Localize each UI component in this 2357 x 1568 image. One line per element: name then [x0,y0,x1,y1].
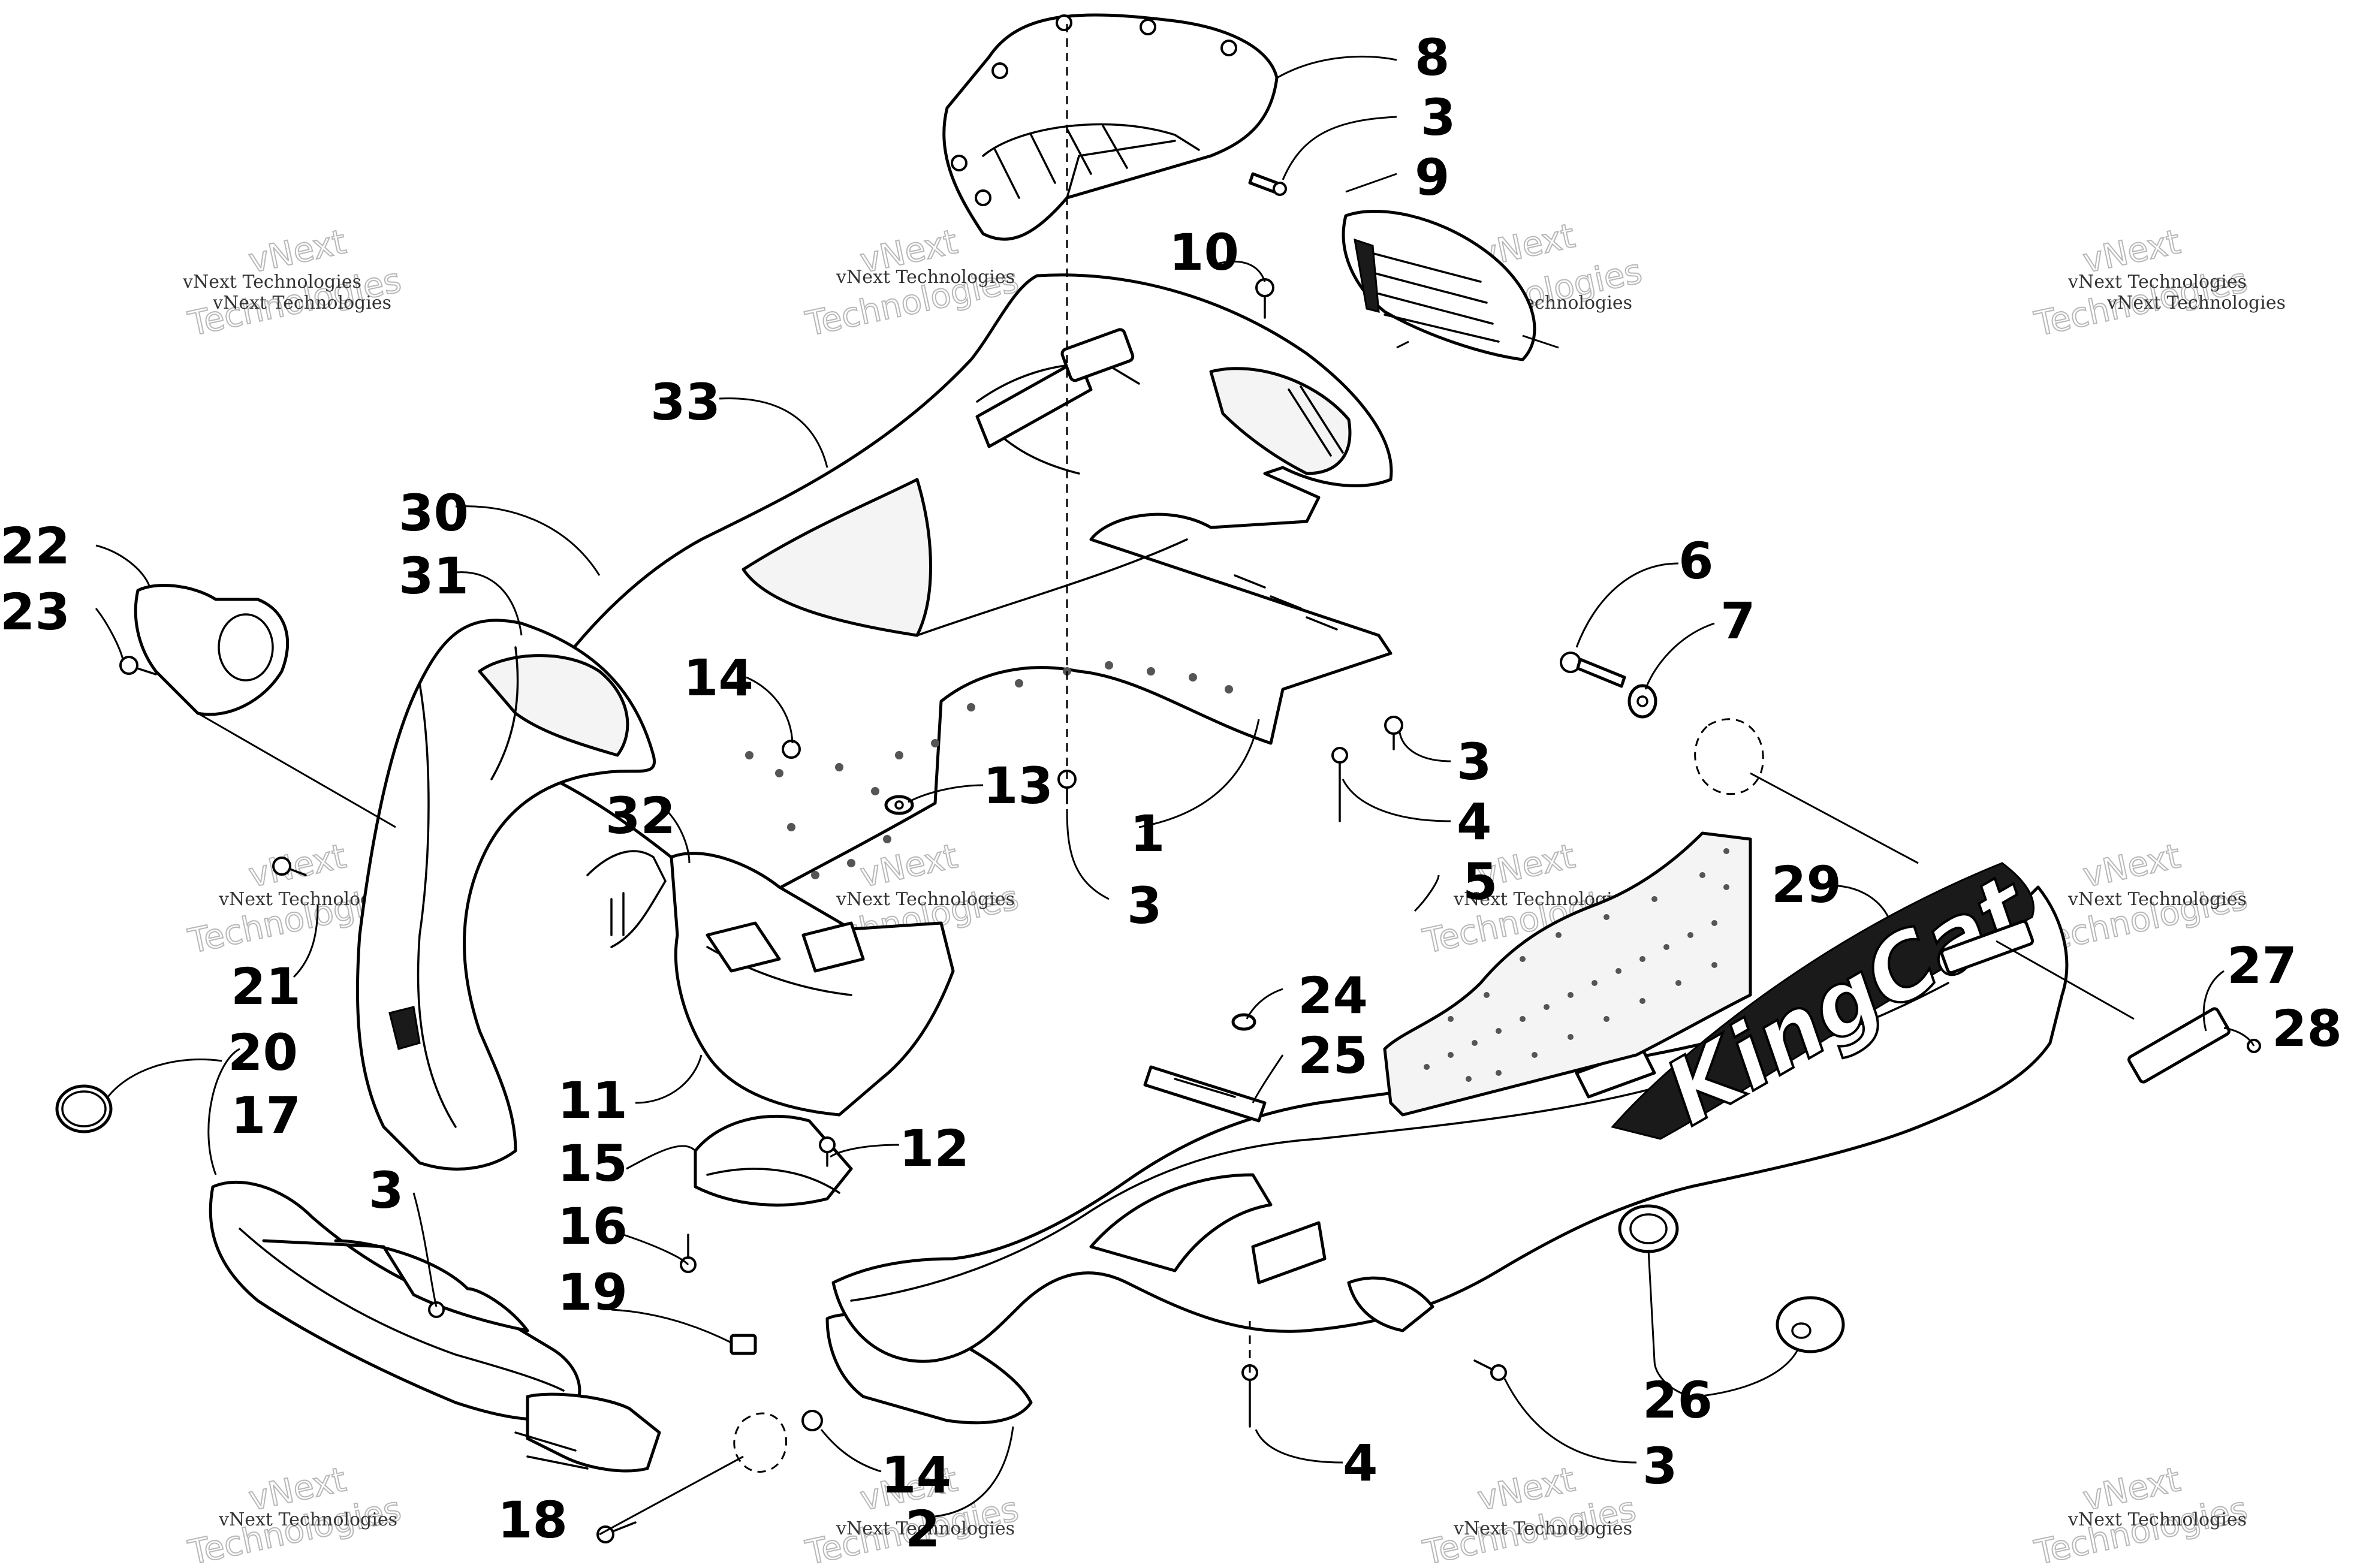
callout-31: 31 [399,547,469,605]
callout-22: 22 [0,517,70,575]
part-17-front-bumper [209,1180,661,1473]
svg-text:vNext Technologies: vNext Technologies [836,267,1015,288]
callout-2: 2 [905,1500,940,1558]
callout-3-right: 3 [1457,732,1491,791]
callout-3-top: 3 [1421,88,1455,147]
callout-21: 21 [231,957,301,1016]
callout-29: 29 [1771,855,1841,914]
svg-text:vNext Technologies: vNext Technologies [218,1509,397,1530]
part-7-grommet [1694,718,1764,795]
callout-26: 26 [1642,1371,1713,1430]
screw-12 [819,1136,836,1167]
svg-text:vNext Technologies: vNext Technologies [2067,272,2247,293]
callout-3-center: 3 [1127,876,1162,935]
watermark-top-left: vNext Technologies vNext Technologies vN… [182,222,405,345]
callout-33: 33 [650,373,721,432]
svg-text:vNext Technologies: vNext Technologies [182,272,361,293]
callout-8: 8 [1415,28,1449,87]
callout-5: 5 [1463,852,1497,911]
screw-3-right [1384,716,1403,750]
svg-text:vNext Technologies: vNext Technologies [1453,1518,1632,1539]
svg-text:vNext: vNext [857,837,961,895]
part-26-emblem-cap [1776,1296,1845,1353]
part-15-flap [694,1114,853,1207]
callout-1: 1 [1130,804,1165,863]
watermark-bottom-right: vNext Technologies vNext Technologies [2030,1460,2251,1568]
rivet-4-lower [1241,1364,1258,1428]
screw-16 [680,1234,697,1273]
watermark-bottom-left: vNext Technologies vNext Technologies [184,1460,405,1568]
callout-3-bumper: 3 [369,1161,403,1220]
part-7-washer [1627,684,1657,719]
callout-10: 10 [1169,223,1239,282]
part-8-console-tray [942,13,1279,241]
watermark-top-right: vNext Technologies vNext Technologies vN… [2030,222,2286,345]
part-30-front-cowl [355,619,656,1171]
watermark-top-center: vNext Technologies vNext Technologies [801,222,1022,345]
callout-20: 20 [228,1023,298,1082]
part-25-bracket [1143,1065,1267,1123]
callout-28: 28 [2272,999,2342,1058]
leader-lines [95,24,2255,1536]
fasteners [119,172,2261,1543]
svg-text:vNext Technologies: vNext Technologies [2067,889,2247,910]
svg-text:vNext Technologies: vNext Technologies [836,1518,1015,1539]
screw-23 [119,656,157,676]
callout-27: 27 [2227,936,2297,995]
callout-24: 24 [1298,966,1368,1025]
callout-6: 6 [1678,532,1713,590]
callout-11: 11 [557,1071,628,1130]
nut-14-lower [801,1410,823,1431]
part-11-inner-panel [586,850,955,1117]
svg-text:vNext Technologies: vNext Technologies [836,889,1015,910]
callout-19: 19 [557,1263,628,1322]
callout-16: 16 [557,1197,628,1256]
screw-14-top [782,740,801,759]
callout-7: 7 [1720,592,1755,650]
screw-3-top [1248,172,1287,196]
part-27-reflector [2127,1007,2231,1084]
part-14-grommet-lower [733,1412,787,1473]
callout-18: 18 [498,1491,568,1549]
rivet-4-upper [1331,747,1348,822]
callout-14-lower: 14 [881,1446,951,1504]
part-24-washer [1231,1013,1256,1031]
screw-21 [272,857,307,876]
callout-30: 30 [399,484,469,542]
part-9-vent-grille [1342,210,1536,361]
part-19-clip [730,1334,757,1355]
svg-text:vNext Technologies: vNext Technologies [212,293,391,313]
callout-15: 15 [557,1134,628,1193]
svg-text:vNext: vNext [2079,837,2184,895]
watermark-bottom-right-mid: vNext Technologies vNext Technologies [1419,1460,1639,1568]
screw-3-bumper [428,1301,445,1318]
callout-17: 17 [231,1086,301,1145]
callout-25: 25 [1298,1026,1368,1085]
part-22-boot [134,584,290,716]
screw-10 [1255,278,1274,319]
callout-9: 9 [1415,148,1449,207]
callout-23: 23 [0,583,70,641]
svg-text:vNext Technologies: vNext Technologies [2106,293,2286,313]
svg-text:vNext: vNext [245,837,349,895]
callout-labels: 1 2 3 3 3 3 3 4 4 5 6 7 8 9 10 11 12 13 … [0,28,2342,1558]
part-20-clamp [55,1084,113,1133]
callout-14-upper: 14 [683,649,753,707]
part-5-foam-insulation [1383,831,1752,1117]
part-33-main-body-shell [520,273,1393,913]
bolt-6 [1560,652,1626,688]
callout-13: 13 [983,756,1053,815]
part-13-grommet [884,795,914,815]
screw-3-lower-right [1473,1359,1507,1381]
callout-12: 12 [899,1119,969,1178]
screw-18 [596,1521,637,1543]
callout-32: 32 [605,786,676,845]
svg-text:vNext Technologies: vNext Technologies [2067,1509,2247,1530]
callout-4-lower: 4 [1343,1434,1378,1492]
callout-4-upper: 4 [1457,792,1491,851]
callout-3-lower-right: 3 [1642,1437,1677,1495]
